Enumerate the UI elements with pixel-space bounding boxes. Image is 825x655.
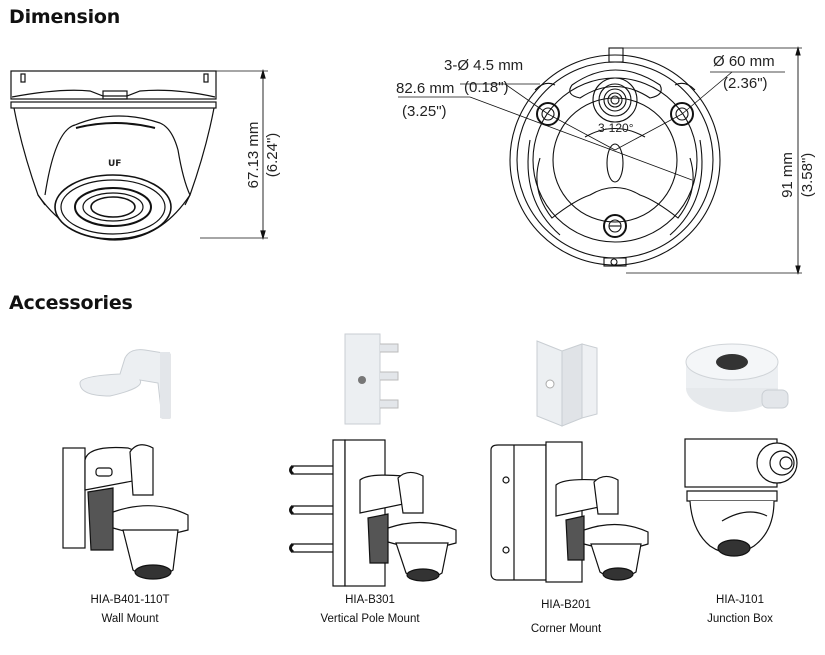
camera-side-view-drawing: UF 67.13 mm (6.24") xyxy=(10,68,281,241)
pole-mount-drawing xyxy=(289,439,457,587)
accessory-name-2: Vertical Pole Mount xyxy=(320,613,420,625)
side-height-mm-label: 67.13 mm xyxy=(245,122,262,189)
angle-label: 3-120° xyxy=(598,121,634,135)
hole-size-mm-label: 3-Ø 4.5 mm xyxy=(444,57,523,74)
camera-base-view-drawing: 3-Ø 4.5 mm (0.18") 82.6 mm (3.25") Ø 60 … xyxy=(396,45,816,276)
accessory-model-2: HIA-B301 xyxy=(345,594,395,606)
corner-mount-drawing xyxy=(490,441,649,583)
outer-diameter-mm-label: 82.6 mm xyxy=(396,80,454,97)
junction-box-drawing xyxy=(684,438,798,557)
accessories-heading: Accessories xyxy=(9,292,133,314)
accessory-name-4: Junction Box xyxy=(707,613,773,625)
base-height-in-label: (3.58") xyxy=(799,153,816,198)
camera-logo-mark: UF xyxy=(108,159,121,169)
hole-circle-in-label: (2.36") xyxy=(723,75,768,92)
side-height-in-label: (6.24") xyxy=(264,133,281,178)
accessory-name-1: Wall Mount xyxy=(101,613,159,625)
accessory-model-3: HIA-B201 xyxy=(541,599,591,611)
hole-circle-mm-label: Ø 60 mm xyxy=(713,53,775,70)
wall-mount-drawing xyxy=(62,444,189,580)
outer-diameter-in-label: (3.25") xyxy=(402,103,447,120)
wall-mount-photo xyxy=(79,349,171,419)
base-height-mm-label: 91 mm xyxy=(779,152,796,198)
pole-mount-photo xyxy=(344,333,399,425)
junction-box-photo xyxy=(685,343,789,412)
accessory-model-1: HIA-B401-110T xyxy=(90,594,170,606)
dimension-heading: Dimension xyxy=(9,6,121,28)
accessory-model-4: HIA-J101 xyxy=(716,594,764,606)
hole-size-in-label: (0.18") xyxy=(464,79,509,96)
corner-mount-photo xyxy=(536,340,598,427)
accessory-name-3: Corner Mount xyxy=(530,623,602,635)
